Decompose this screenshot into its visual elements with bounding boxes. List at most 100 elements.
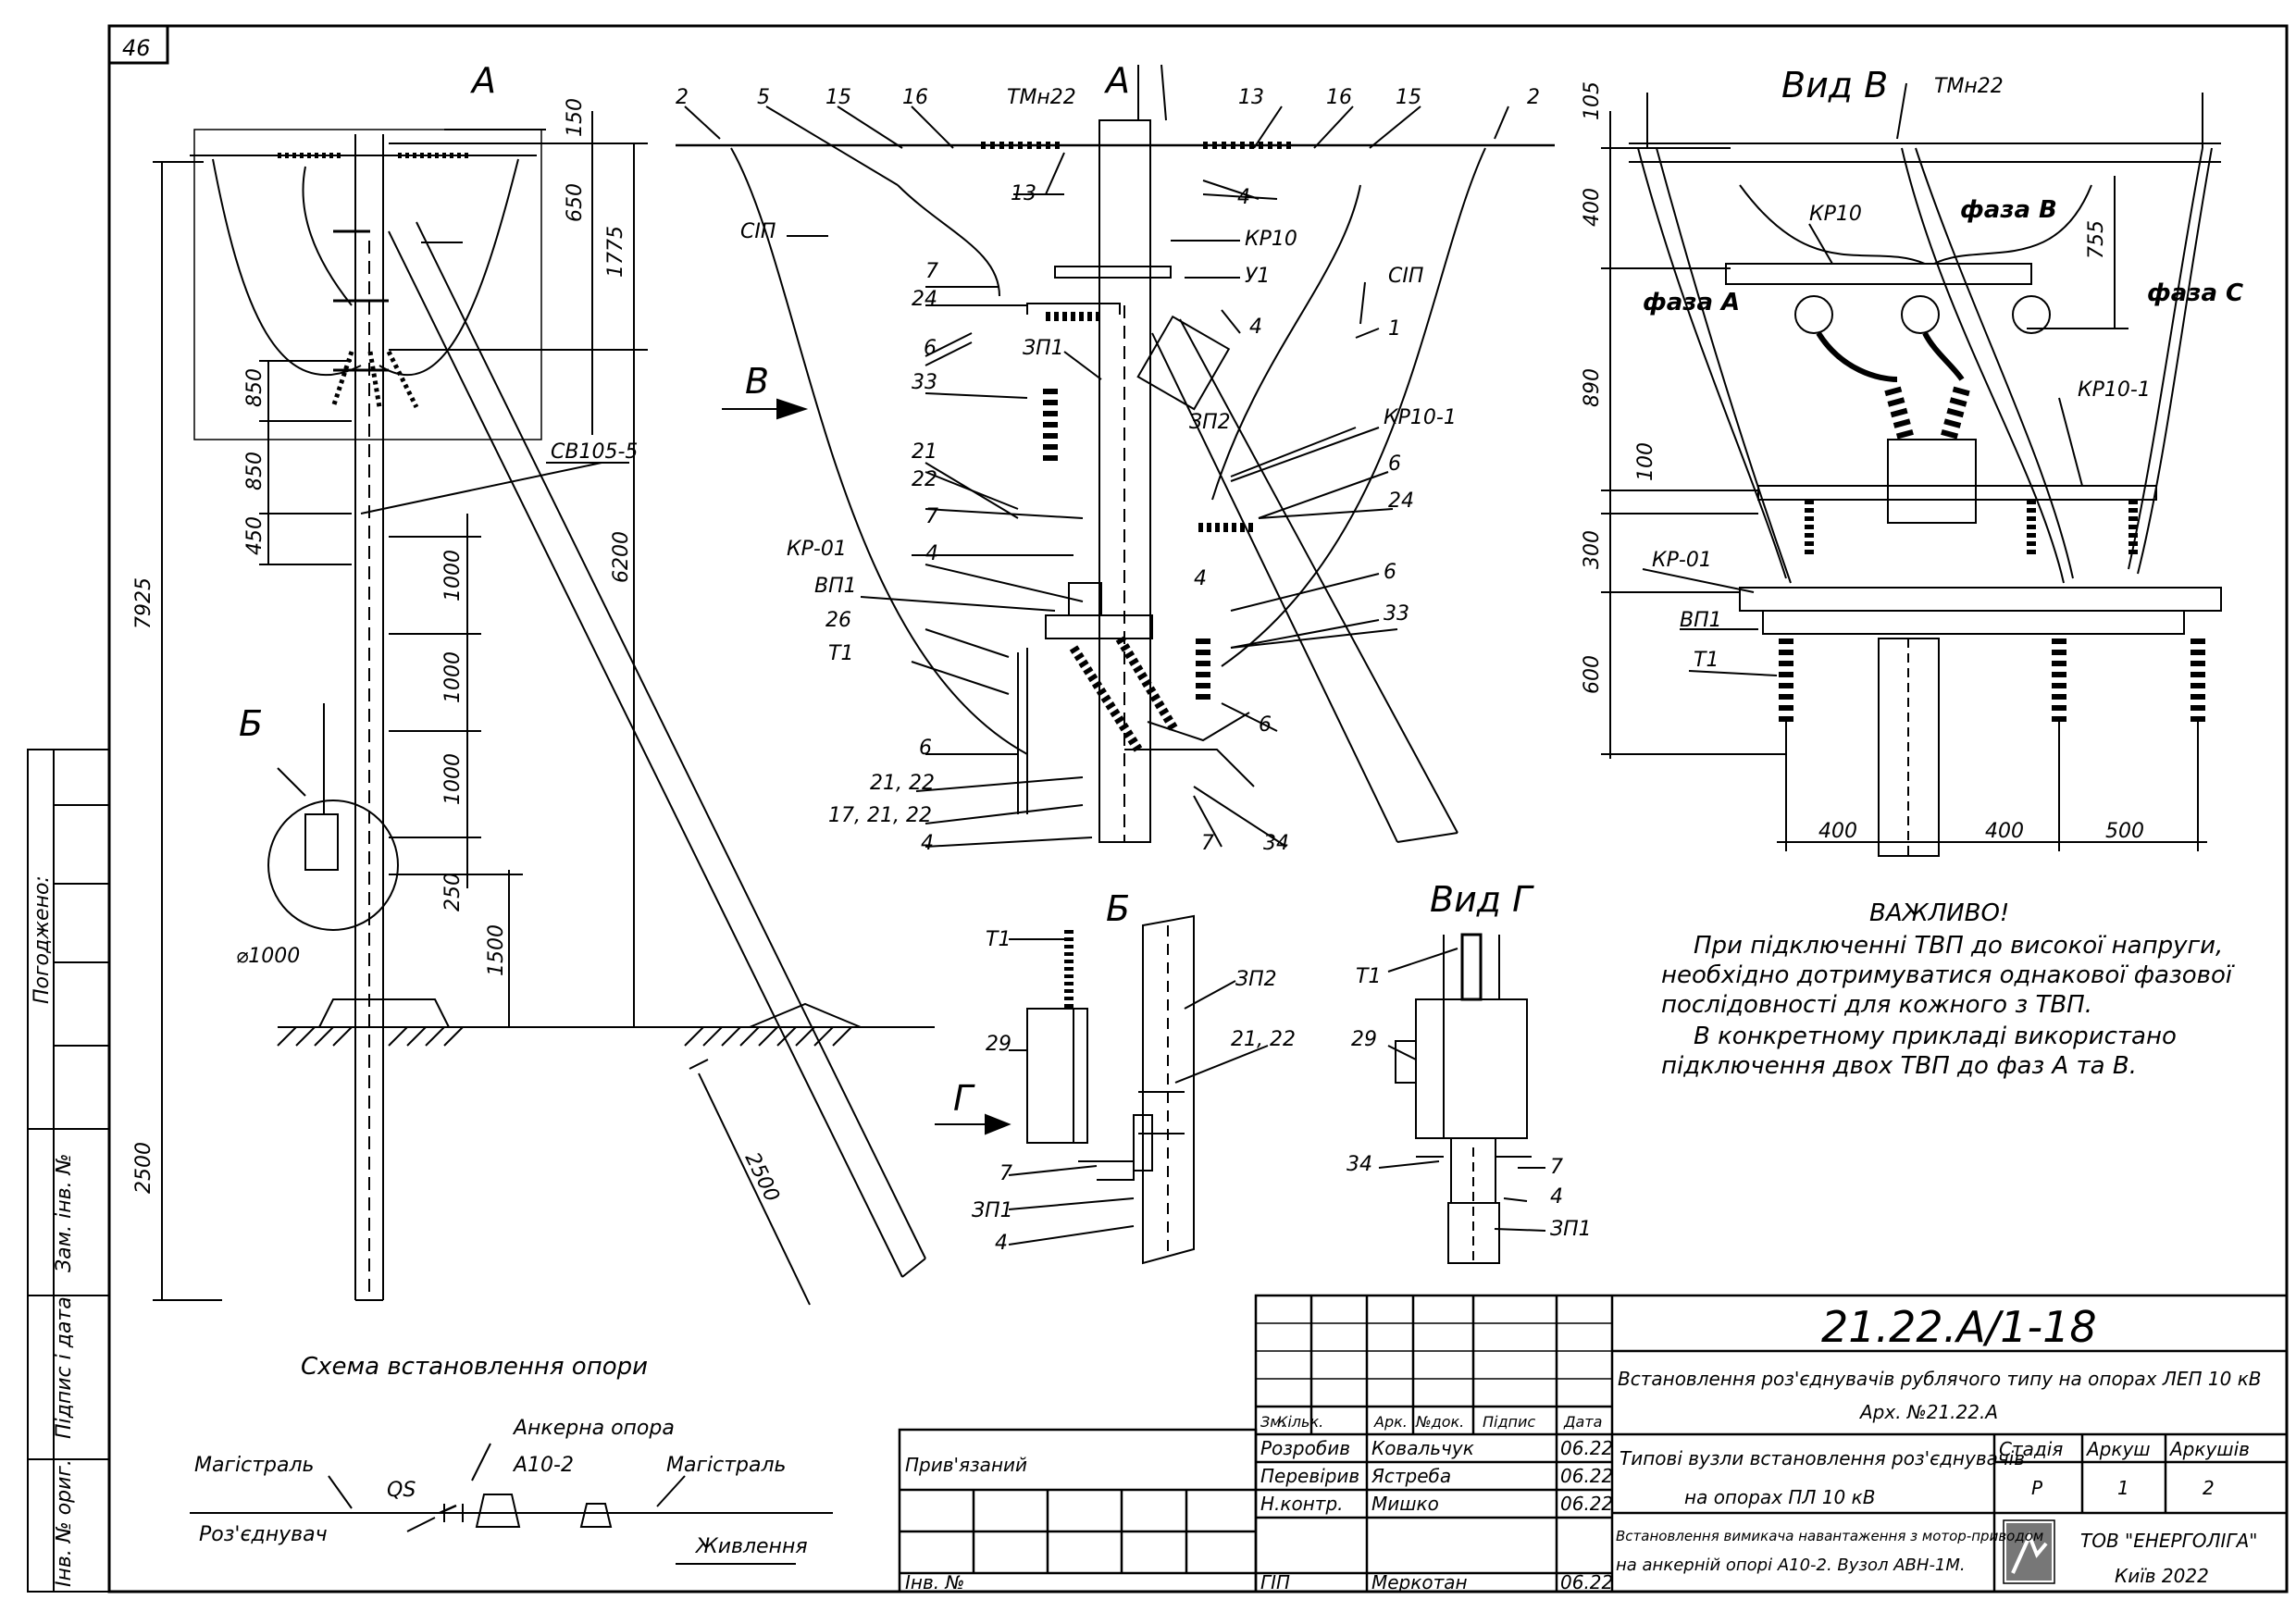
note-title: ВАЖЛИВО!: [1869, 899, 2009, 927]
view-v-labels: Вид В ТМн22 КР10 фаза В фаза А фаза С КР…: [1581, 65, 2243, 843]
drawing-code: 21.22.А/1-18: [1821, 1302, 2097, 1352]
view-v-dim-300: 300: [1581, 530, 1604, 569]
lbl-24-a: 24: [912, 288, 937, 311]
dim-150: 150: [564, 98, 587, 137]
lbl-4-b: 4: [1249, 316, 1262, 339]
row2-name: Ястреба: [1371, 1465, 1451, 1487]
dim-2500-vert: 2500: [132, 1142, 155, 1194]
view-g-7: 7: [1550, 1156, 1563, 1179]
view-v-vp1: ВП1: [1680, 609, 1722, 632]
sheets-header: Аркушів: [2168, 1438, 2250, 1460]
lbl-13-right: 13: [1238, 86, 1264, 109]
diameter-label: ⌀1000: [236, 945, 300, 968]
view-v-dim-400: 400: [1581, 188, 1604, 227]
lbl-2-left: 2: [676, 86, 689, 109]
drawing-arch: Арх. №21.22.А: [1858, 1401, 1998, 1423]
view-v-dim-400-b: 400: [1985, 820, 2024, 843]
note-line-1: При підключенні ТВП до високої напруги,: [1694, 932, 2223, 960]
lbl-kr10: КР10: [1245, 228, 1297, 251]
schema-caption: Схема встановлення опори: [301, 1353, 648, 1381]
row2-date: 06.22: [1560, 1465, 1613, 1487]
company-city: Київ 2022: [2115, 1565, 2209, 1587]
sheets-value: 2: [2203, 1477, 2215, 1499]
lbl-4-e: 4: [921, 832, 934, 855]
view-v-tmn22: ТМн22: [1934, 75, 2004, 98]
lbl-15-right: 15: [1396, 86, 1421, 109]
note-line-2: необхідно дотримуватися однакової фазово…: [1661, 961, 2235, 989]
dim-850-a: 850: [243, 368, 267, 407]
lbl-33-right: 33: [1384, 602, 1409, 626]
row3-date: 06.22: [1560, 1493, 1613, 1515]
lbl-7-c: 7: [1201, 832, 1214, 855]
lbl-1: 1: [1388, 317, 1401, 341]
detail-b-drawing: [935, 914, 1269, 1265]
scheme-switch: Роз'єднувач: [199, 1523, 328, 1546]
view-g-t1: Т1: [1356, 965, 1381, 988]
view-g-labels: Вид Г Т1 29 34 7 4 ЗП1: [1347, 879, 1592, 1241]
linked-label: Прив'язаний: [905, 1454, 1027, 1476]
left-view-a-title: А: [469, 60, 496, 101]
view-g-drawing: [1378, 933, 1546, 1264]
lbl-24-b: 24: [1388, 490, 1414, 513]
dim-650: 650: [564, 183, 587, 222]
line-scheme-labels: Анкерна опора А10-2 Магістраль Магістрал…: [194, 1417, 808, 1558]
dim-850-b: 850: [243, 452, 267, 490]
main-view-a-title: А: [1103, 60, 1130, 101]
sheet-header: Аркуш: [2085, 1438, 2151, 1460]
view-g-zp1: ЗП1: [1550, 1218, 1592, 1241]
view-a-drawing: [676, 64, 1555, 848]
view-v-dim-890: 890: [1581, 368, 1604, 407]
view-v-phase-c: фаза С: [2147, 279, 2243, 307]
row3-role: Н.контр.: [1260, 1493, 1344, 1515]
lbl-7-b: 7: [925, 505, 938, 528]
drawing-title-1: Встановлення роз'єднувачів рублячого тип…: [1618, 1368, 2262, 1390]
dim-1500: 1500: [485, 924, 508, 976]
scheme-main-right: Магістраль: [666, 1454, 787, 1477]
lbl-4-c: 4: [925, 542, 938, 565]
lbl-7-a: 7: [925, 260, 938, 283]
view-v-phase-b: фаза В: [1960, 196, 2057, 224]
lbl-17-21-22: 17, 21, 22: [828, 804, 932, 827]
side-label-inv-orig: Інв. № ориг.: [53, 1459, 76, 1587]
lbl-26: 26: [825, 609, 851, 632]
lbl-kr10-1: КР10-1: [1384, 406, 1457, 429]
detail-b-title: Б: [1106, 888, 1130, 929]
arrow-g-label: Г: [953, 1078, 975, 1119]
detail-b-zp1: ЗП1: [972, 1199, 1013, 1222]
row4-role: ГІП: [1260, 1571, 1290, 1593]
lbl-16-right: 16: [1326, 86, 1352, 109]
stage-value: Р: [2031, 1477, 2043, 1499]
scheme-anchor: Анкерна опора: [512, 1417, 675, 1440]
detail-b-t1: Т1: [986, 928, 1011, 951]
lbl-sip-right: СІП: [1388, 265, 1423, 288]
cv105-label: СВ105-5: [551, 440, 638, 464]
stage-header: Стадія: [1999, 1438, 2063, 1460]
detail-b-zp2: ЗП2: [1235, 968, 1277, 991]
detail-b-7: 7: [999, 1162, 1012, 1185]
lbl-6-c: 6: [1384, 561, 1396, 584]
scheme-main-left: Магістраль: [194, 1454, 315, 1477]
inv-label: Інв. №: [905, 1571, 964, 1593]
view-a-labels: 2 5 15 16 ТМн22 13 16 15 2 13 4 СІП КР10…: [676, 86, 1540, 855]
note-line-4: В конкретному прикладі використано: [1694, 1023, 2177, 1050]
lbl-4-top: 4: [1237, 186, 1250, 209]
row3-name: Мишко: [1371, 1493, 1439, 1515]
view-v-kr10: КР10: [1809, 203, 1862, 226]
lbl-16-left: 16: [902, 86, 928, 109]
lbl-34: 34: [1263, 832, 1289, 855]
side-label-signature: Підпис і дата: [53, 1296, 76, 1439]
row1-role: Розробив: [1260, 1437, 1350, 1459]
pole-installation-schema: [153, 111, 935, 1306]
dim-1000-a: 1000: [441, 550, 465, 601]
col-header-kilk: Кільк.: [1277, 1413, 1323, 1431]
col-header-sign: Підпис: [1483, 1413, 1535, 1431]
lbl-zp2: ЗП2: [1189, 411, 1231, 434]
view-g-title: Вид Г: [1430, 879, 1534, 920]
col-header-zm: Зм.: [1260, 1413, 1285, 1431]
lbl-tmn22: ТМн22: [1007, 86, 1076, 109]
detail-b-29: 29: [986, 1033, 1011, 1056]
drawing-title-2a: Типові вузли встановлення роз'єднувачів: [1620, 1447, 2025, 1469]
view-v-dim-755: 755: [2085, 220, 2108, 259]
col-header-doc: №док.: [1415, 1413, 1464, 1431]
